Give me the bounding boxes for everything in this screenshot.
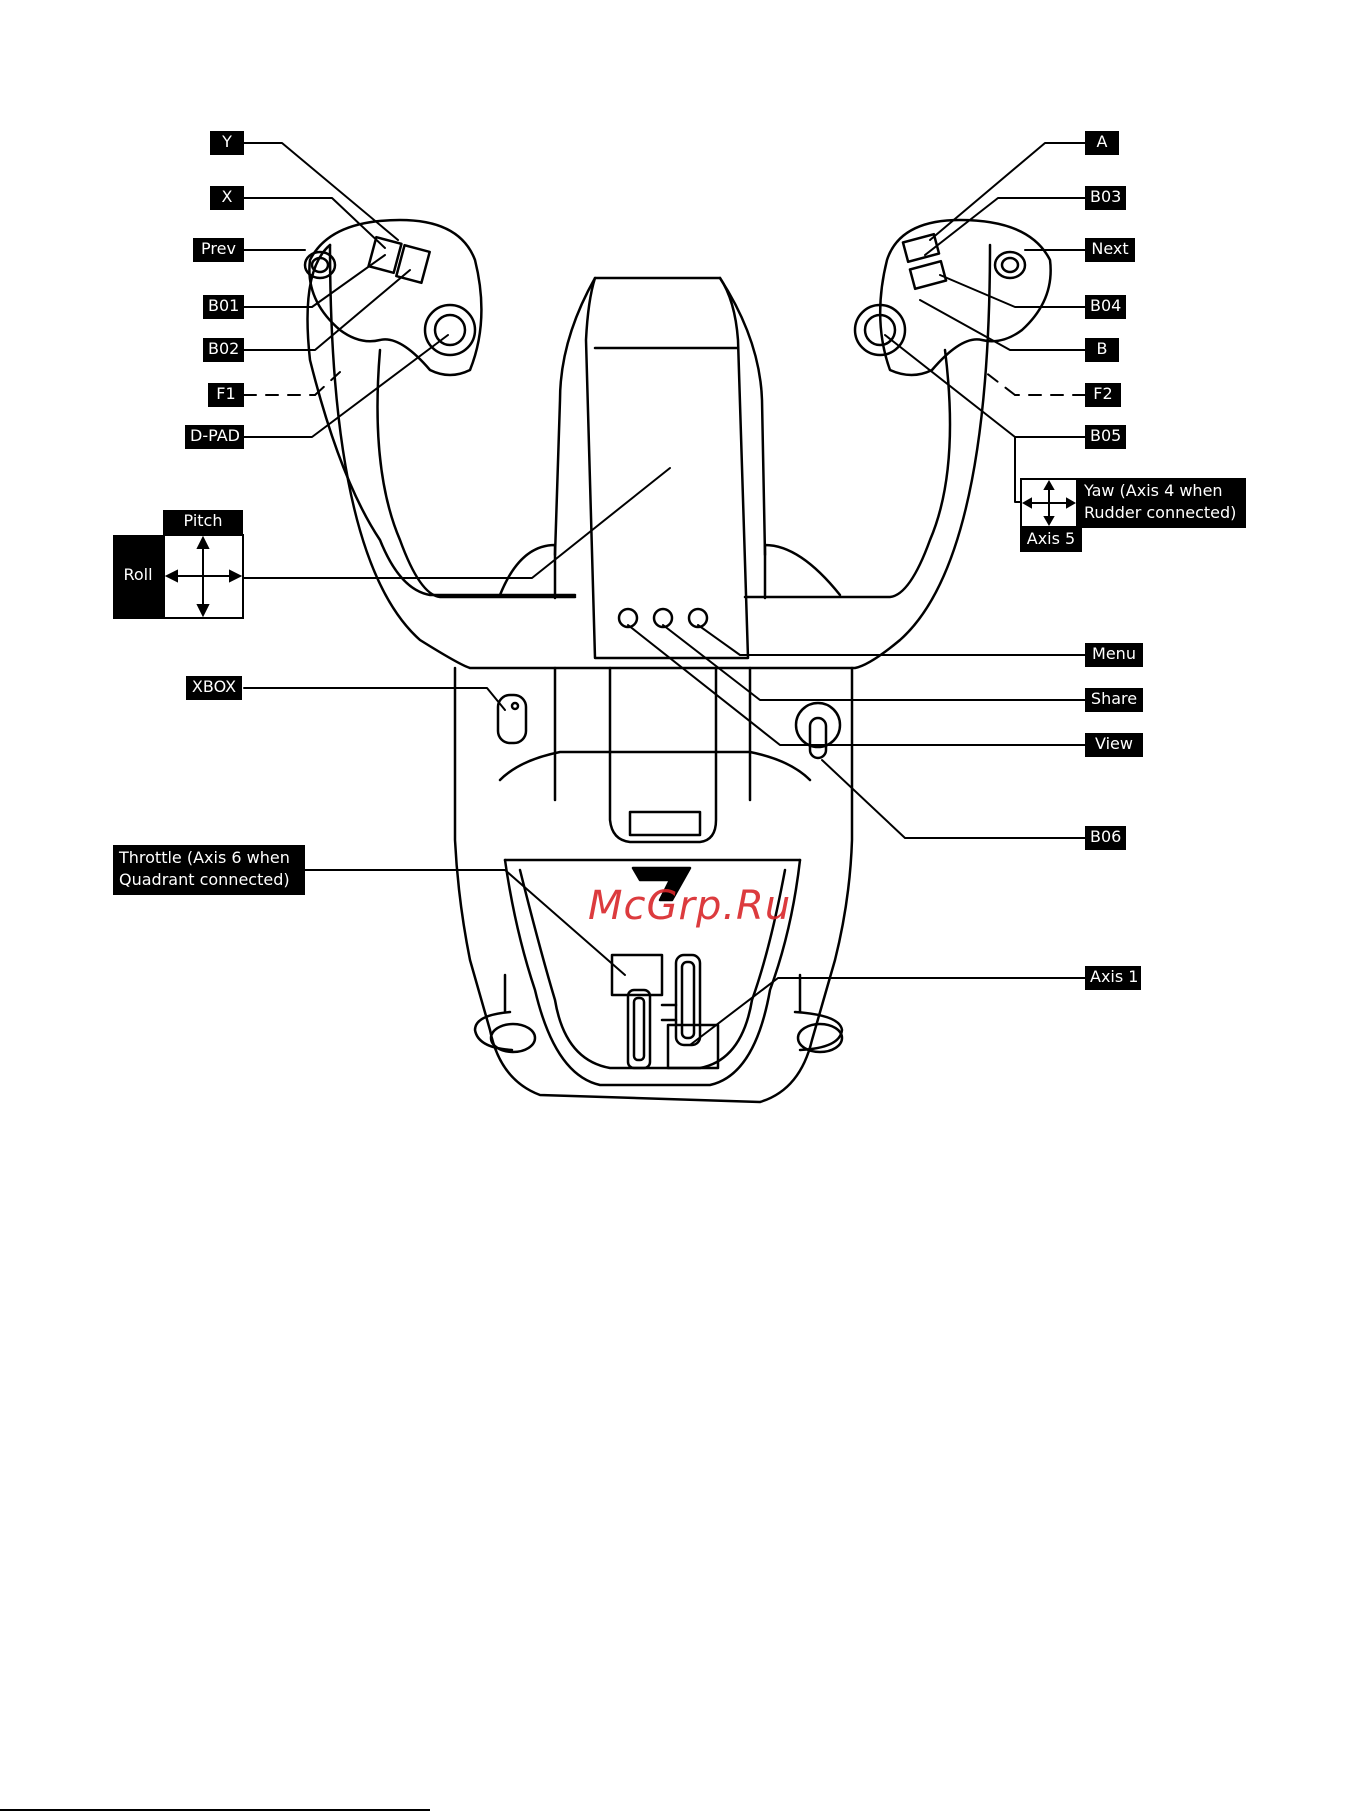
label-dpad: D-PAD (185, 425, 244, 449)
four-way-arrow-icon (165, 536, 242, 617)
label-pitch: Pitch (163, 510, 243, 534)
label-f2: F2 (1085, 383, 1121, 407)
label-yaw-line2: Rudder connected) (1084, 502, 1240, 524)
label-b05: B05 (1085, 425, 1126, 449)
label-b06: B06 (1085, 826, 1126, 850)
label-b02: B02 (203, 338, 244, 362)
label-prev: Prev (193, 238, 244, 262)
label-share: Share (1085, 688, 1143, 712)
label-axis5: Axis 5 (1020, 528, 1082, 552)
pitch-roll-axis-box (163, 534, 244, 619)
yaw-axis-box (1020, 478, 1078, 528)
label-axis1: Axis 1 (1085, 966, 1141, 990)
label-b01: B01 (203, 295, 244, 319)
label-b03: B03 (1085, 186, 1126, 210)
label-roll: Roll (113, 535, 163, 619)
label-view: View (1085, 733, 1143, 757)
watermark-text: McGrp.Ru (588, 883, 791, 929)
label-yaw: Yaw (Axis 4 when Rudder connected) (1078, 478, 1246, 528)
label-throttle-line1: Throttle (Axis 6 when (119, 847, 299, 869)
label-a: A (1085, 131, 1119, 155)
label-menu: Menu (1085, 643, 1143, 667)
label-throttle: Throttle (Axis 6 when Quadrant connected… (113, 845, 305, 895)
label-b04: B04 (1085, 295, 1126, 319)
label-f1: F1 (208, 383, 244, 407)
label-throttle-line2: Quadrant connected) (119, 869, 299, 891)
label-yaw-line1: Yaw (Axis 4 when (1084, 480, 1240, 502)
label-xbox: XBOX (186, 676, 242, 700)
label-x: X (210, 186, 244, 210)
footer-rule (0, 1809, 430, 1811)
label-next: Next (1085, 238, 1135, 262)
four-way-arrow-icon (1022, 480, 1076, 526)
label-y: Y (210, 131, 244, 155)
label-b: B (1085, 338, 1119, 362)
